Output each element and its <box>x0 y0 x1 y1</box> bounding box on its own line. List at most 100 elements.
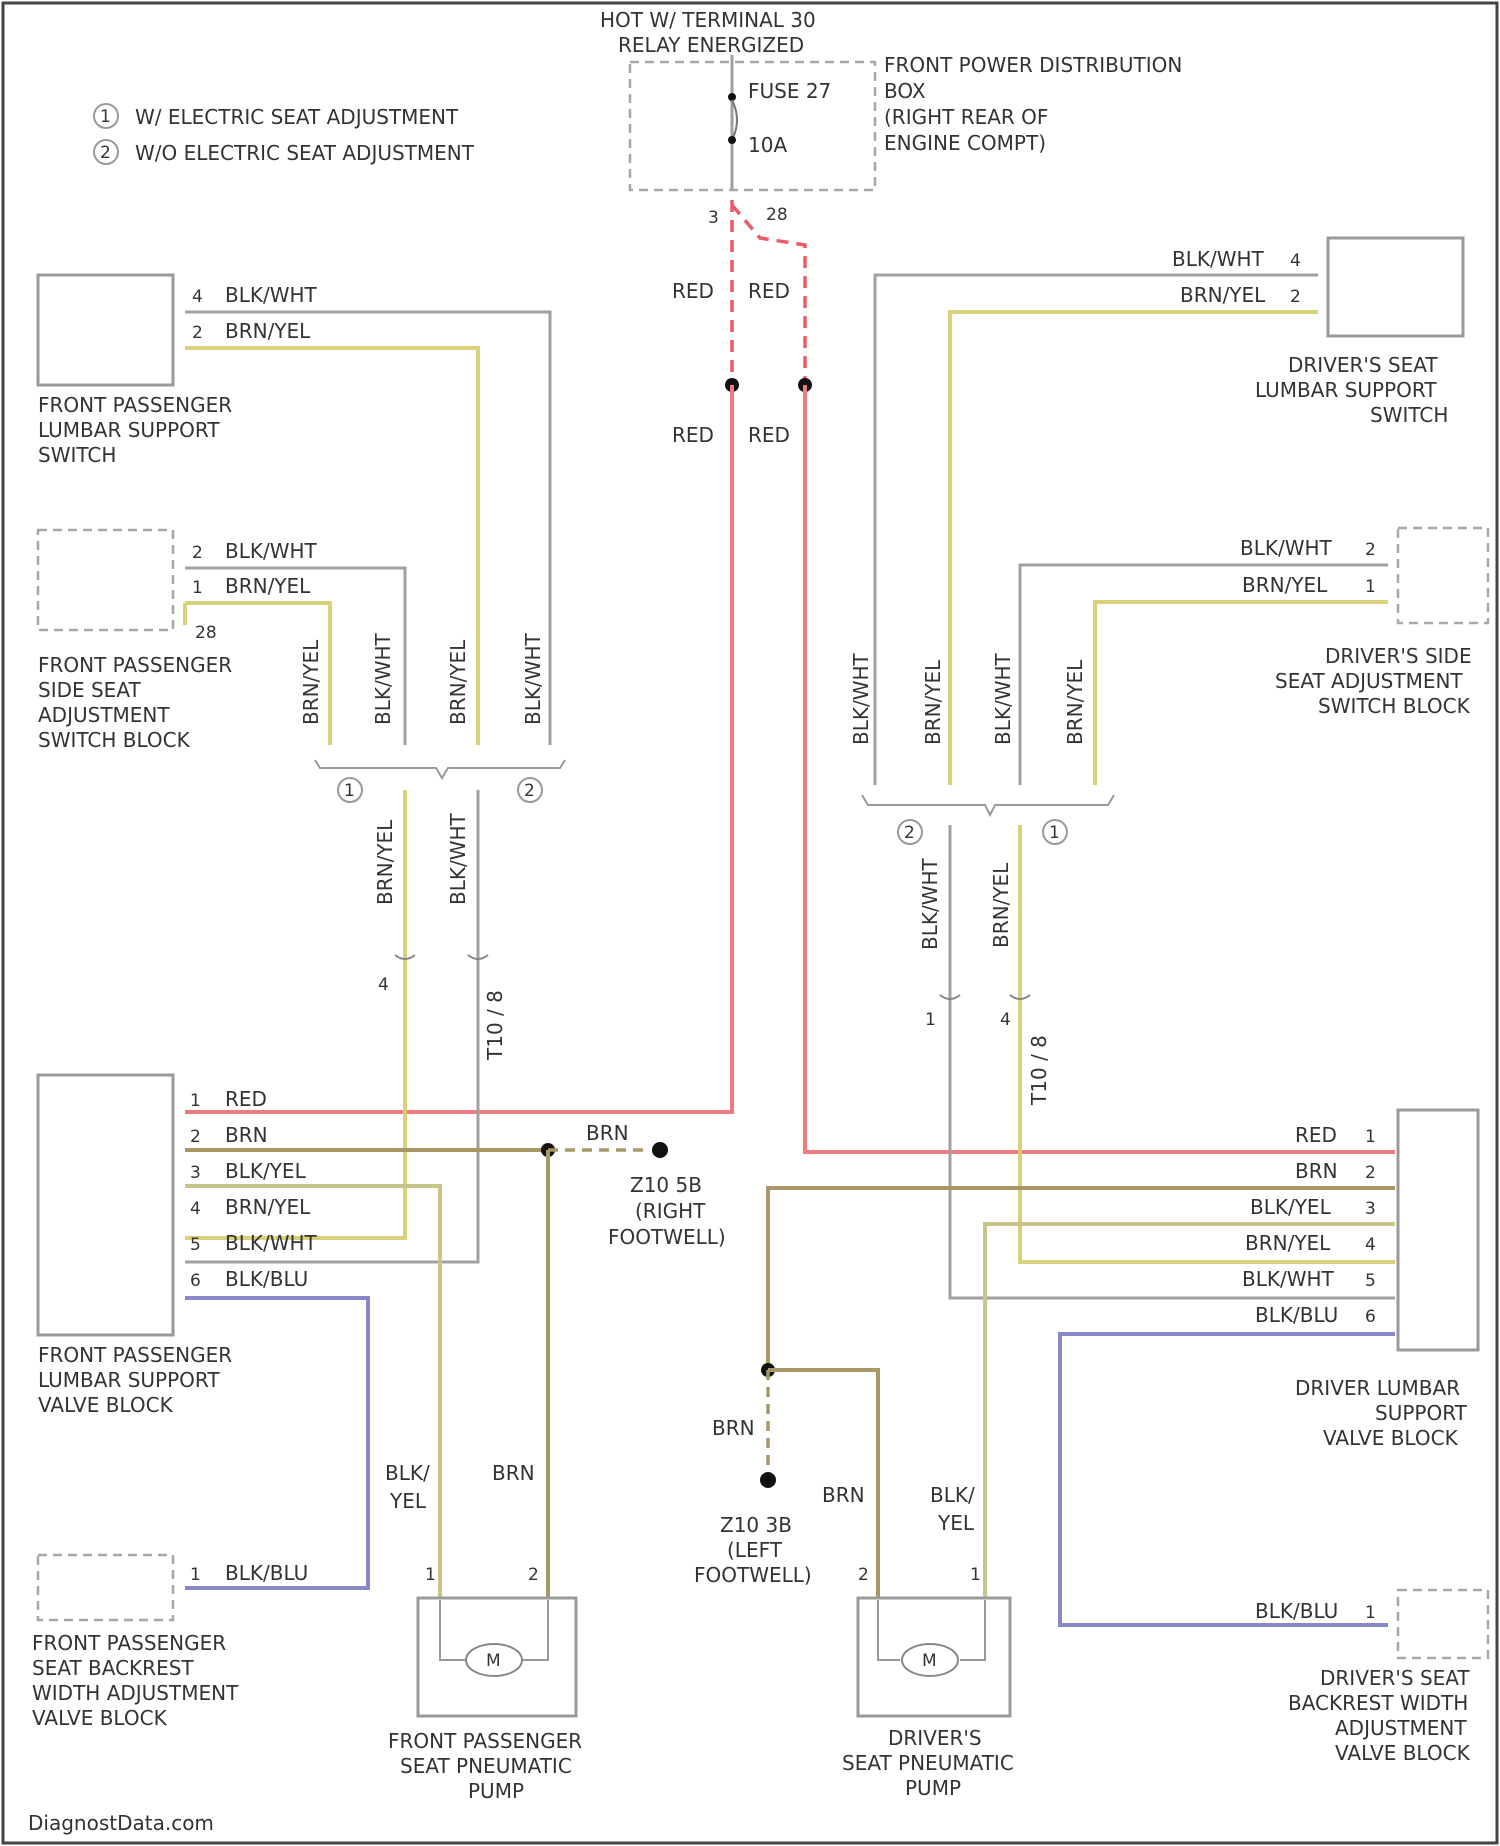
svg-text:BLK/WHT: BLK/WHT <box>1242 1267 1335 1291</box>
svg-text:DRIVER LUMBAR: DRIVER LUMBAR <box>1295 1376 1460 1400</box>
svg-text:BLK/BLU: BLK/BLU <box>225 1561 308 1585</box>
svg-text:Z10 3B: Z10 3B <box>720 1513 792 1537</box>
svg-text:3: 3 <box>1365 1199 1376 1219</box>
legend-item-2: W/O ELECTRIC SEAT ADJUSTMENT <box>135 141 475 165</box>
svg-text:3: 3 <box>190 1163 201 1183</box>
svg-text:T10 / 8: T10 / 8 <box>483 990 507 1061</box>
svg-text:BLK/YEL: BLK/YEL <box>1250 1195 1332 1219</box>
svg-text:SEAT PNEUMATIC: SEAT PNEUMATIC <box>842 1751 1014 1775</box>
svg-text:SWITCH: SWITCH <box>1370 403 1448 427</box>
svg-text:FRONT PASSENGER: FRONT PASSENGER <box>38 393 232 417</box>
svg-text:BRN: BRN <box>492 1461 535 1485</box>
fuse-title-2: RELAY ENERGIZED <box>618 33 804 57</box>
svg-text:BRN/YEL: BRN/YEL <box>1063 659 1087 745</box>
svg-text:(LEFT: (LEFT <box>727 1538 783 1562</box>
svg-text:(RIGHT: (RIGHT <box>635 1199 706 1223</box>
svg-text:LUMBAR SUPPORT: LUMBAR SUPPORT <box>38 1368 220 1392</box>
svg-text:SEAT PNEUMATIC: SEAT PNEUMATIC <box>400 1754 572 1778</box>
svg-text:PUMP: PUMP <box>905 1776 961 1800</box>
svg-text:DRIVER'S: DRIVER'S <box>888 1726 982 1750</box>
svg-text:BLK/BLU: BLK/BLU <box>225 1267 308 1291</box>
svg-text:BRN: BRN <box>225 1123 268 1147</box>
svg-text:BLK/WHT: BLK/WHT <box>225 539 318 563</box>
svg-text:BLK/YEL: BLK/YEL <box>225 1159 307 1183</box>
svg-text:BRN/YEL: BRN/YEL <box>225 1195 311 1219</box>
svg-text:FRONT PASSENGER: FRONT PASSENGER <box>38 653 232 677</box>
svg-text:2: 2 <box>524 781 535 801</box>
box-label-3: (RIGHT REAR OF <box>884 105 1048 129</box>
box-label-2: BOX <box>884 79 926 103</box>
svg-text:SEAT ADJUSTMENT: SEAT ADJUSTMENT <box>1275 669 1463 693</box>
ground-left-footwell: Z10 3B (LEFT FOOTWELL) <box>694 1513 812 1587</box>
legend-num-2: 2 <box>100 143 111 163</box>
svg-text:RED: RED <box>225 1087 267 1111</box>
svg-text:M: M <box>922 1651 937 1671</box>
svg-text:BLK/: BLK/ <box>930 1483 975 1507</box>
svg-text:YEL: YEL <box>389 1489 427 1513</box>
fuse-pin-28: 28 <box>766 205 788 225</box>
svg-text:BLK/WHT: BLK/WHT <box>371 632 395 725</box>
svg-text:BRN/YEL: BRN/YEL <box>299 639 323 725</box>
fp-side-switch: 2 1 28 BLK/WHT BRN/YEL FRONT PASSENGER S… <box>38 530 318 752</box>
svg-text:PUMP: PUMP <box>468 1779 524 1803</box>
svg-text:1: 1 <box>190 1565 201 1585</box>
fp-lumbar-sw-wire-2: BRN/YEL <box>225 319 311 343</box>
box-label-1: FRONT POWER DISTRIBUTION <box>884 53 1182 77</box>
legend: 1 W/ ELECTRIC SEAT ADJUSTMENT 2 W/O ELEC… <box>94 104 475 165</box>
dr-side-switch: 2 1 BLK/WHT BRN/YEL DRIVER'S SIDE SEAT A… <box>1240 528 1488 718</box>
fp-option-brace <box>315 760 565 778</box>
svg-text:ADJUSTMENT: ADJUSTMENT <box>1335 1716 1467 1740</box>
svg-text:1: 1 <box>1365 1603 1376 1623</box>
svg-text:BLK/BLU: BLK/BLU <box>1255 1303 1338 1327</box>
fuse-title-1: HOT W/ TERMINAL 30 <box>600 8 816 32</box>
svg-text:1: 1 <box>925 1010 936 1030</box>
svg-text:4: 4 <box>378 975 389 995</box>
svg-text:FRONT PASSENGER: FRONT PASSENGER <box>38 1343 232 1367</box>
svg-text:2: 2 <box>1365 540 1376 560</box>
svg-text:BLK/WHT: BLK/WHT <box>521 632 545 725</box>
svg-text:FOOTWELL): FOOTWELL) <box>608 1225 726 1249</box>
svg-text:BRN/YEL: BRN/YEL <box>1245 1231 1331 1255</box>
svg-text:4: 4 <box>1000 1010 1011 1030</box>
svg-text:1: 1 <box>970 1565 981 1585</box>
svg-text:DRIVER'S SEAT: DRIVER'S SEAT <box>1320 1666 1470 1690</box>
fuse-block: HOT W/ TERMINAL 30 RELAY ENERGIZED FUSE … <box>600 8 1182 228</box>
svg-text:Z10 5B: Z10 5B <box>630 1173 702 1197</box>
svg-text:BRN/YEL: BRN/YEL <box>446 639 470 725</box>
svg-text:4: 4 <box>1365 1235 1376 1255</box>
svg-text:2: 2 <box>1365 1163 1376 1183</box>
svg-text:T10 / 8: T10 / 8 <box>1027 1035 1051 1106</box>
svg-text:BRN: BRN <box>586 1121 629 1145</box>
svg-text:6: 6 <box>190 1271 201 1291</box>
svg-text:1: 1 <box>1365 1127 1376 1147</box>
fuse-rating: 10A <box>748 133 787 157</box>
svg-text:BRN: BRN <box>822 1483 865 1507</box>
wire-label-red-3: RED <box>672 423 714 447</box>
fuse-name: FUSE 27 <box>748 79 831 103</box>
svg-text:SWITCH BLOCK: SWITCH BLOCK <box>38 728 191 752</box>
svg-text:1: 1 <box>425 1565 436 1585</box>
svg-text:VALVE BLOCK: VALVE BLOCK <box>1335 1741 1471 1765</box>
svg-text:1: 1 <box>344 781 355 801</box>
svg-text:WIDTH ADJUSTMENT: WIDTH ADJUSTMENT <box>32 1681 239 1705</box>
svg-text:1: 1 <box>190 1091 201 1111</box>
svg-text:VALVE BLOCK: VALVE BLOCK <box>38 1393 174 1417</box>
fp-lumbar-switch: 4 2 BLK/WHT BRN/YEL FRONT PASSENGER LUMB… <box>38 275 318 467</box>
svg-text:RED: RED <box>1295 1123 1337 1147</box>
svg-text:2: 2 <box>858 1565 869 1585</box>
svg-text:2: 2 <box>1290 287 1301 307</box>
svg-text:BRN/YEL: BRN/YEL <box>225 574 311 598</box>
svg-text:BRN/YEL: BRN/YEL <box>989 862 1013 948</box>
svg-text:SEAT BACKREST: SEAT BACKREST <box>32 1656 194 1680</box>
fp-connector: 4 T10 / 8 <box>378 955 507 1061</box>
svg-text:FRONT PASSENGER: FRONT PASSENGER <box>32 1631 226 1655</box>
fp-pump: BLK/ YEL BRN 1 2 M FRONT PASSENGER SEAT … <box>385 1461 582 1803</box>
svg-text:BLK/WHT: BLK/WHT <box>225 1231 318 1255</box>
svg-text:2: 2 <box>528 1565 539 1585</box>
svg-text:BACKREST WIDTH: BACKREST WIDTH <box>1288 1691 1468 1715</box>
wire-label-red-4: RED <box>748 423 790 447</box>
svg-text:5: 5 <box>1365 1271 1376 1291</box>
svg-text:2: 2 <box>192 543 203 563</box>
svg-text:SUPPORT: SUPPORT <box>1375 1401 1468 1425</box>
